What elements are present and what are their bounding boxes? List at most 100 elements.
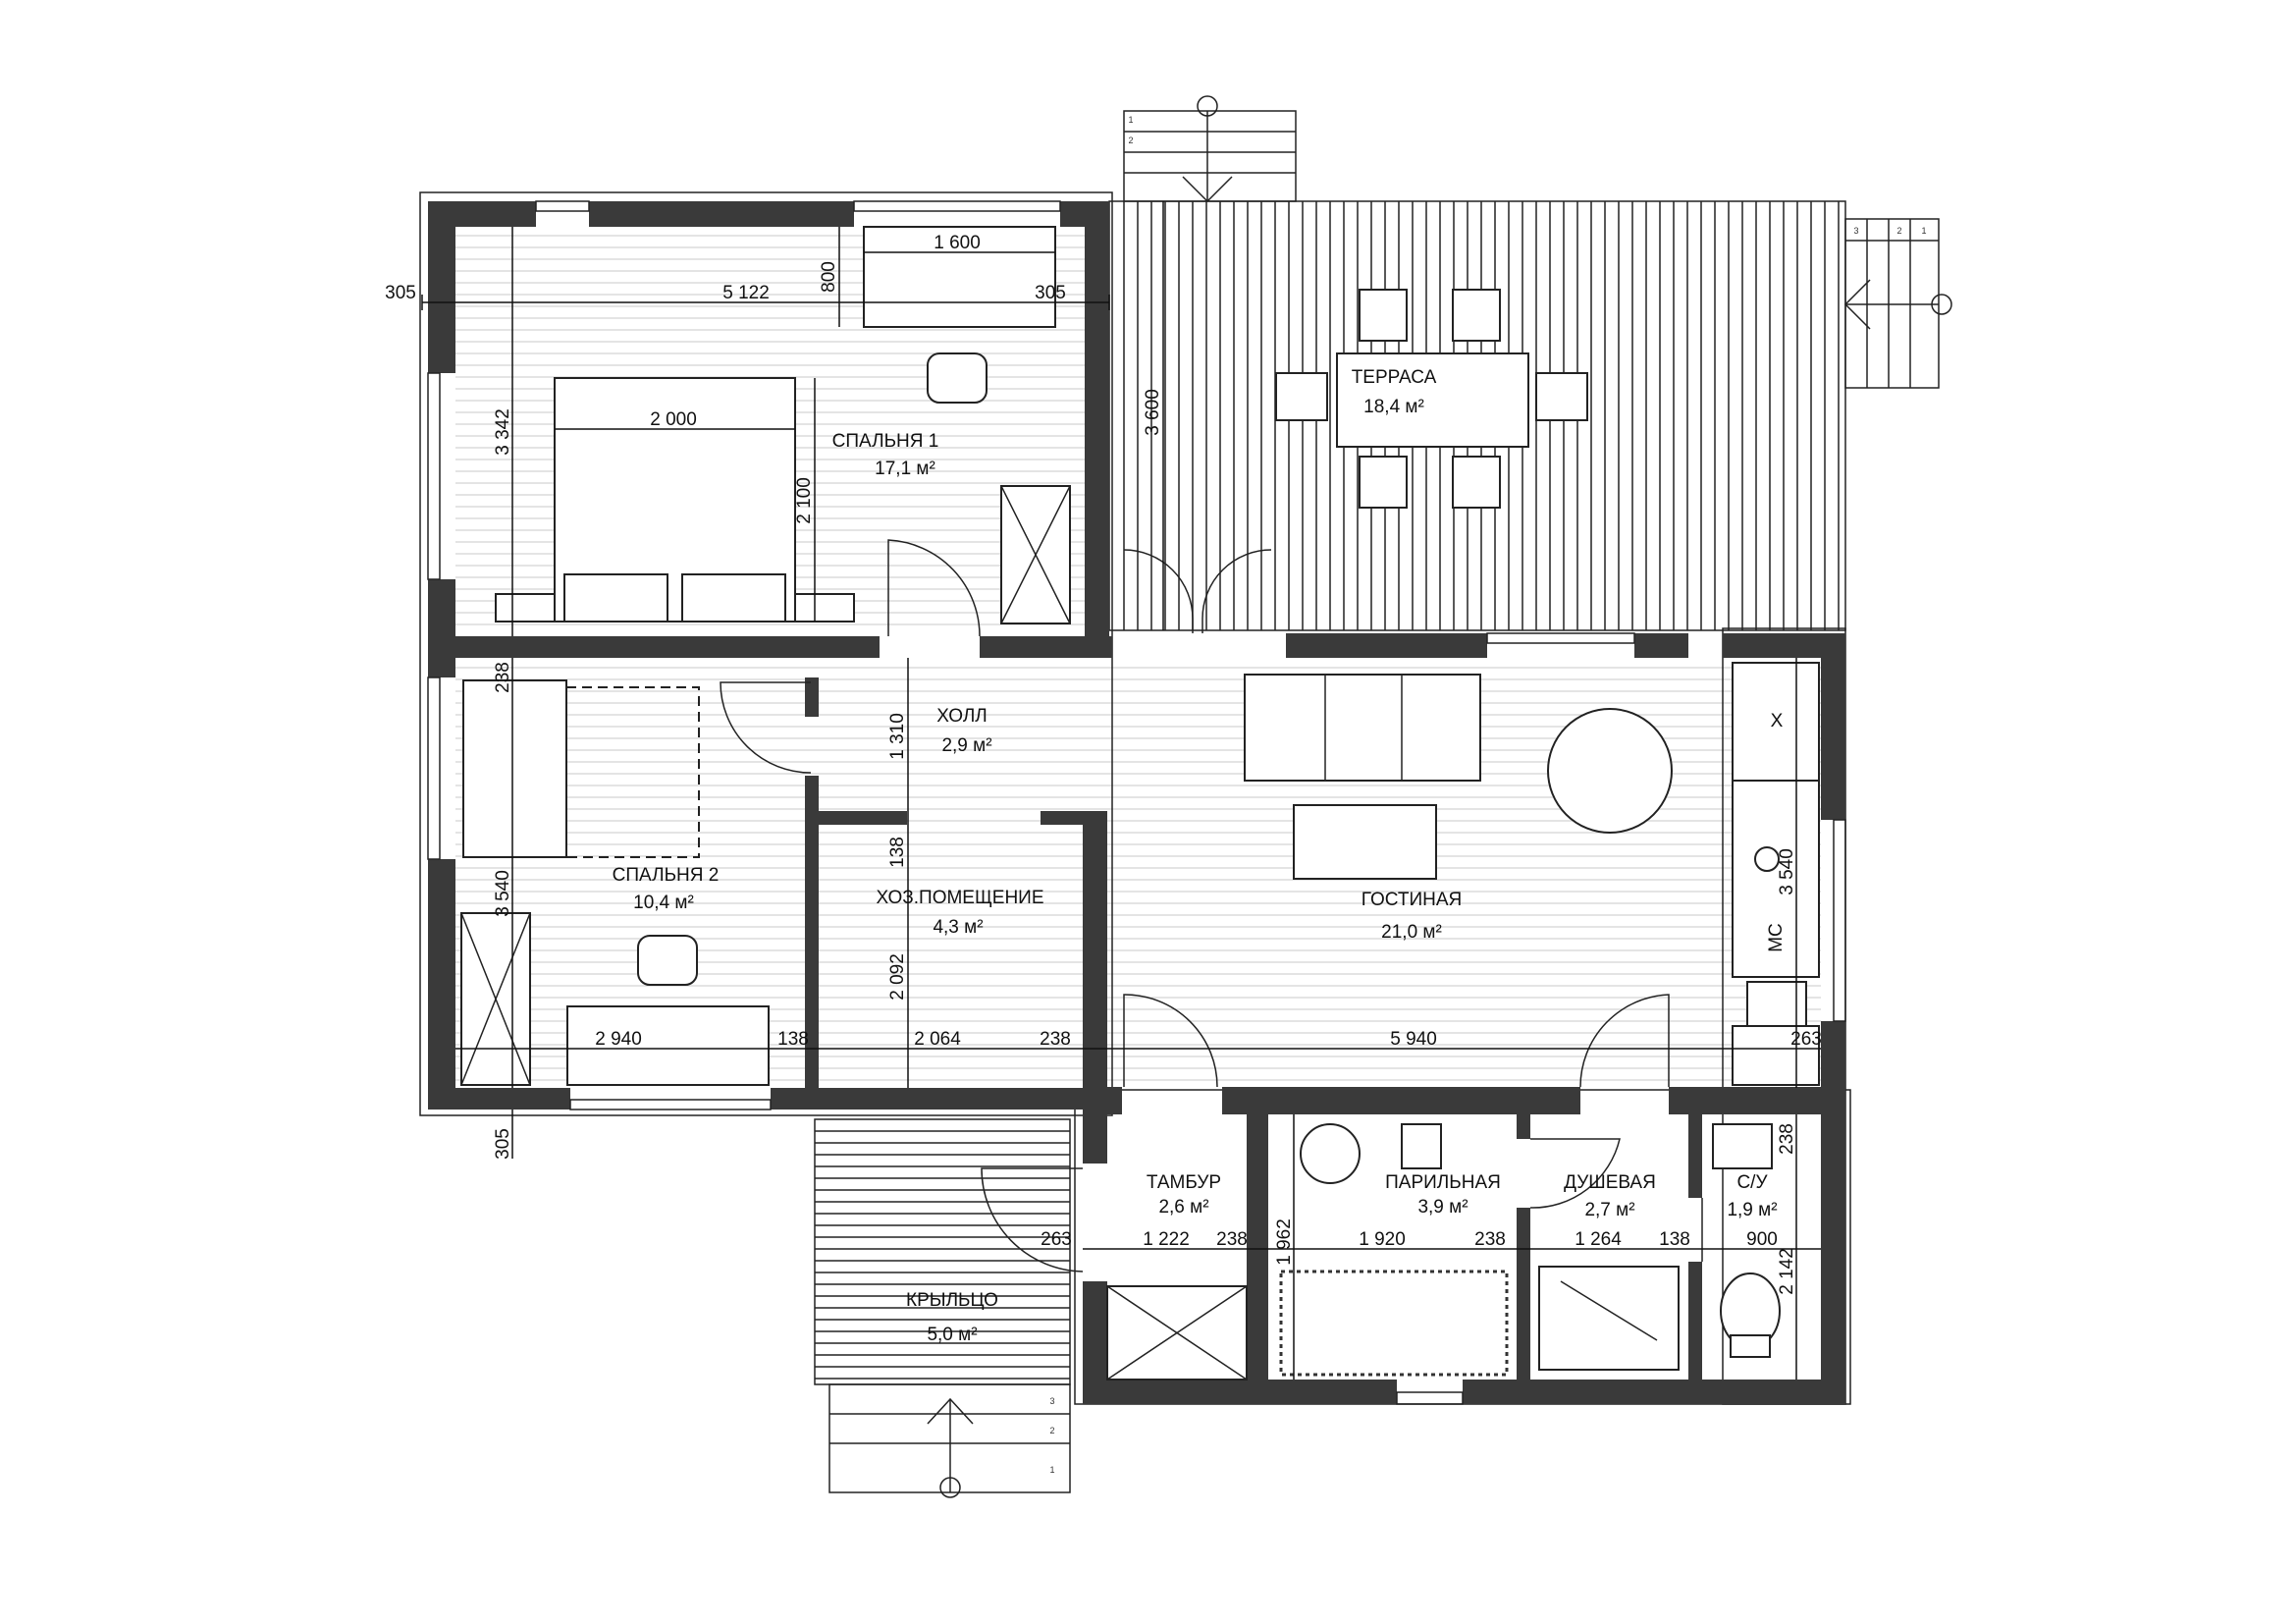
room-area-bedroom2: 10,4 м² [633, 893, 694, 913]
porch-deck: 3 2 1 [814, 1118, 1071, 1498]
chair [1452, 456, 1501, 509]
desk [566, 1005, 770, 1086]
dim-label: 238 [1777, 1123, 1797, 1155]
dim-label: 238 [1216, 1229, 1248, 1250]
dim-label: 900 [1746, 1229, 1778, 1250]
dim-label: 263 [1790, 1029, 1822, 1050]
dim-label: 305 [1035, 283, 1066, 303]
chair [1452, 289, 1501, 342]
appliance-marks: X МС [1766, 711, 1787, 952]
chair [1359, 289, 1408, 342]
room-name-terrace: ТЕРРАСА [1352, 367, 1437, 388]
stair-step-number: 1 [1128, 115, 1133, 125]
room-area-vestibule: 2,6 м² [1158, 1197, 1208, 1218]
room-name-wc: С/У [1736, 1172, 1768, 1193]
shower-cabin [1538, 1266, 1680, 1371]
sauna-stove [1300, 1123, 1361, 1184]
stove-mark: X [1771, 711, 1784, 731]
dim-label: 238 [1474, 1229, 1506, 1250]
furniture [460, 226, 1820, 1380]
stair-step-number: 1 [1049, 1465, 1054, 1475]
room-area-living: 21,0 м² [1381, 922, 1442, 943]
dim-label: 3 540 [1777, 848, 1797, 895]
dim-label: 1 920 [1359, 1229, 1406, 1250]
room-name-utility: ХОЗ.ПОМЕЩЕНИЕ [876, 888, 1043, 908]
dim-label: 1 222 [1143, 1229, 1190, 1250]
terrace-table [1336, 352, 1529, 448]
room-labels: ТЕРРАСА 18,4 м² СПАЛЬНЯ 1 17,1 м² ХОЛЛ 2… [613, 367, 1778, 1345]
room-name-porch: КРЫЛЬЦО [906, 1290, 998, 1311]
kitchen-counter [1732, 780, 1820, 978]
room-name-hall: ХОЛЛ [936, 706, 988, 727]
room-area-shower: 2,7 м² [1584, 1200, 1634, 1220]
stair-step-number: 2 [1896, 226, 1901, 236]
sofa [1244, 674, 1481, 782]
dim-label: 263 [1041, 1229, 1072, 1250]
dimension-lines [421, 201, 1821, 1380]
room-name-shower: ДУШЕВАЯ [1564, 1172, 1656, 1193]
dim-label: 238 [1040, 1029, 1071, 1050]
dim-label: 2 940 [595, 1029, 642, 1050]
room-name-bedroom2: СПАЛЬНЯ 2 [613, 865, 720, 886]
room-area-utility: 4,3 м² [933, 917, 983, 938]
stair-step-number: 3 [1853, 226, 1858, 236]
room-area-porch: 5,0 м² [927, 1325, 977, 1345]
dim-label: 5 940 [1390, 1029, 1437, 1050]
dim-label: 138 [1659, 1229, 1690, 1250]
stair-step-number: 2 [1049, 1426, 1054, 1435]
room-area-terrace: 18,4 м² [1363, 397, 1424, 417]
top-stairs: 1 2 [1123, 95, 1297, 203]
room-area-steam: 3,9 м² [1417, 1197, 1468, 1218]
walls [428, 201, 1845, 1404]
dim-label: 238 [493, 662, 513, 693]
dining-table [1547, 708, 1673, 834]
room-name-living: ГОСТИНАЯ [1362, 890, 1462, 910]
chair [1535, 372, 1588, 421]
heater [1401, 1123, 1442, 1169]
dim-label: 2 064 [914, 1029, 961, 1050]
dim-label: 800 [819, 261, 839, 293]
nightstand [794, 593, 855, 623]
room-name-bedroom1: СПАЛЬНЯ 1 [832, 431, 939, 452]
stair-step-number: 1 [1921, 226, 1926, 236]
sink [1754, 846, 1780, 872]
dim-label: 2 100 [794, 477, 815, 524]
pillow [563, 573, 668, 623]
dim-label: 3 342 [493, 408, 513, 456]
chair [1275, 372, 1328, 421]
dim-label: 1 264 [1575, 1229, 1622, 1250]
dim-label: 2 000 [650, 409, 697, 430]
dim-label: 3 600 [1143, 389, 1163, 436]
dim-label: 305 [385, 283, 416, 303]
nightstand [495, 593, 556, 623]
dim-label: 2 142 [1777, 1248, 1797, 1295]
chair [637, 935, 698, 986]
chair [1359, 456, 1408, 509]
dim-label: 5 122 [722, 283, 770, 303]
stair-step-number: 2 [1128, 135, 1133, 145]
dim-label: 1 600 [934, 233, 981, 253]
doors-windows [427, 200, 1846, 1405]
room-area-hall: 2,9 м² [941, 735, 991, 756]
room-area-bedroom1: 17,1 м² [875, 459, 935, 479]
microwave [1746, 981, 1807, 1027]
right-stairs: 3 2 1 [1843, 218, 1952, 389]
dim-label: 305 [493, 1128, 513, 1160]
stair-step-number: 3 [1049, 1396, 1054, 1406]
sofa-bed [462, 679, 567, 858]
stove [1732, 662, 1820, 782]
chair [927, 352, 988, 404]
microwave-mark: МС [1766, 923, 1787, 952]
coffee-table [1293, 804, 1437, 880]
room-area-wc: 1,9 м² [1727, 1200, 1777, 1220]
room-name-vestibule: ТАМБУР [1147, 1172, 1221, 1193]
washbasin [1712, 1123, 1773, 1169]
sauna-bench [1279, 1270, 1509, 1377]
pillow [681, 573, 786, 623]
dim-label: 2 092 [887, 953, 908, 1001]
dim-label: 3 540 [493, 870, 513, 917]
dim-label: 138 [887, 837, 908, 868]
kitchen-cabinet [1732, 1025, 1820, 1086]
dimension-labels: 305 5 122 800 1 600 305 3 342 2 000 2 10… [385, 233, 1822, 1295]
